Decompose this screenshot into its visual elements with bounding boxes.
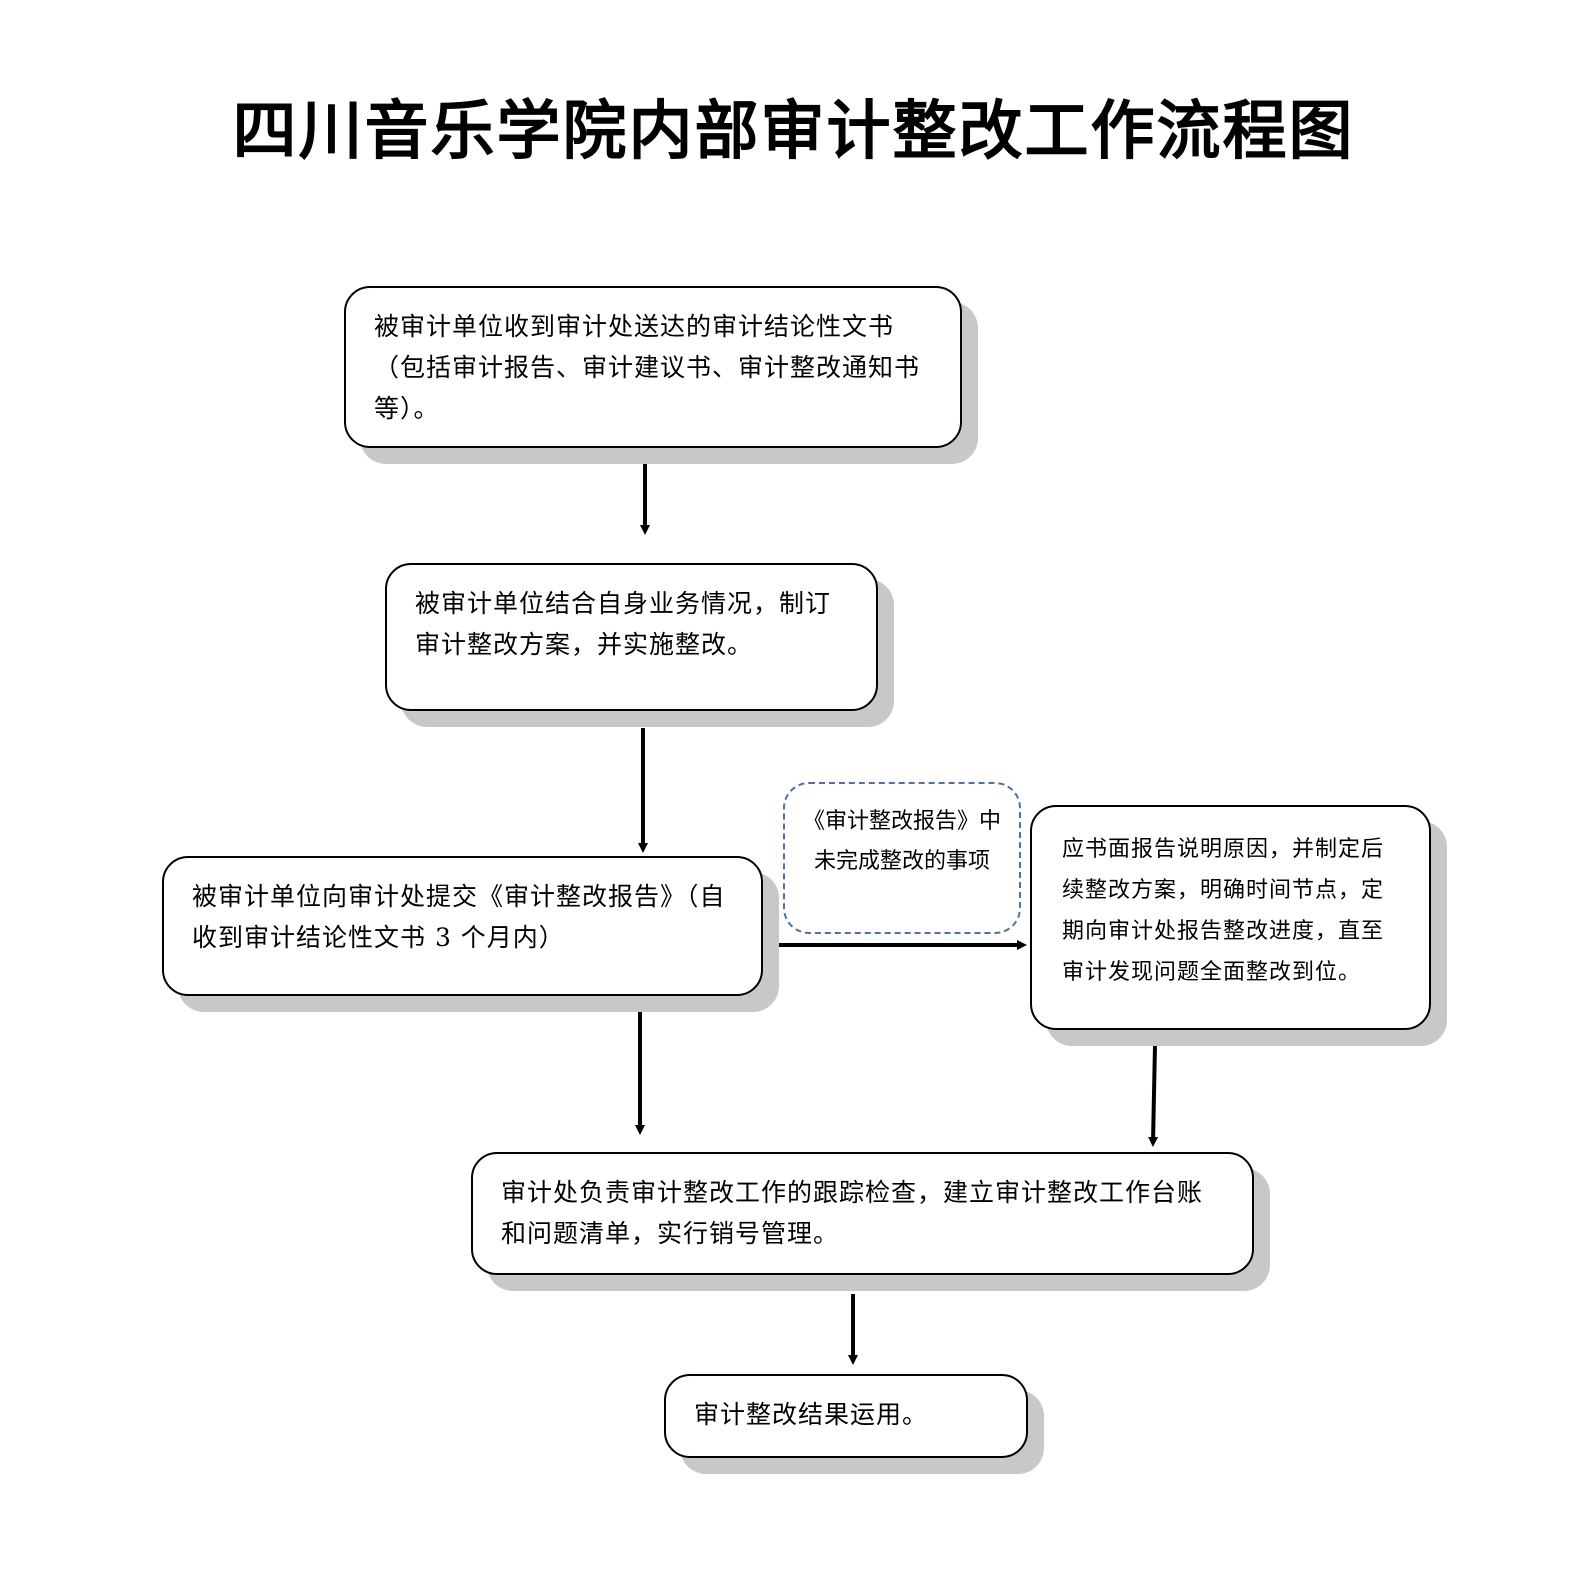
- step-tracking-inspection: 审计处负责审计整改工作的跟踪检查，建立审计整改工作台账和问题清单，实行销号管理。: [471, 1152, 1254, 1275]
- step-receive-audit-documents-text: 被审计单位收到审计处送达的审计结论性文书（包括审计报告、审计建议书、审计整改通知…: [374, 312, 921, 423]
- page-title: 四川音乐学院内部审计整改工作流程图: [232, 94, 1355, 169]
- step-submit-rectification-report-text: 被审计单位向审计处提交《审计整改报告》（自收到审计结论性文书 3 个月内）: [192, 882, 726, 952]
- step-formulate-rectification-plan-text: 被审计单位结合自身业务情况，制订审计整改方案，并实施整改。: [415, 589, 832, 659]
- step-tracking-inspection-text: 审计处负责审计整改工作的跟踪检查，建立审计整改工作台账和问题清单，实行销号管理。: [501, 1178, 1204, 1248]
- step-submit-rectification-report: 被审计单位向审计处提交《审计整改报告》（自收到审计结论性文书 3 个月内）: [162, 856, 763, 996]
- step-written-report-follow-up: 应书面报告说明原因，并制定后续整改方案，明确时间节点，定期向审计处报告整改进度，…: [1030, 805, 1431, 1030]
- arrow-step4-to-step5: [1148, 1044, 1159, 1147]
- branch-note-unfinished-items: 《审计整改报告》中未完成整改的事项: [783, 782, 1021, 934]
- step-apply-results-text: 审计整改结果运用。: [694, 1400, 929, 1429]
- branch-note-text: 《审计整改报告》中未完成整改的事项: [802, 809, 1001, 874]
- step-receive-audit-documents: 被审计单位收到审计处送达的审计结论性文书（包括审计报告、审计建议书、审计整改通知…: [344, 286, 962, 448]
- step-written-report-follow-up-text: 应书面报告说明原因，并制定后续整改方案，明确时间节点，定期向审计处报告整改进度，…: [1062, 837, 1385, 985]
- step-formulate-rectification-plan: 被审计单位结合自身业务情况，制订审计整改方案，并实施整改。: [385, 563, 878, 711]
- step-apply-results: 审计整改结果运用。: [664, 1374, 1028, 1458]
